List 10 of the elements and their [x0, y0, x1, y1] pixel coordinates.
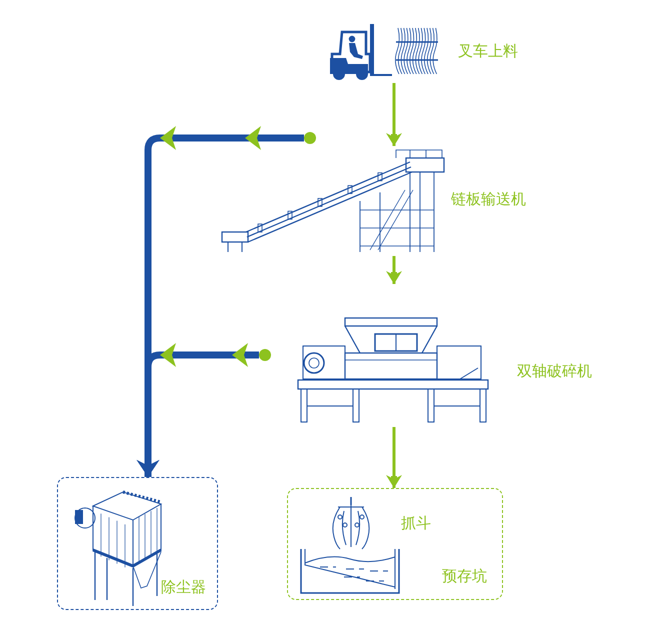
dashed-frame: [57, 477, 218, 610]
machine-label: 双轴破碎机: [517, 362, 592, 380]
machine-label: 除尘器: [161, 578, 206, 596]
inlet-circle: [259, 349, 271, 361]
machine-label: 链板输送机: [451, 190, 526, 208]
machine-label: 预存坑: [442, 567, 487, 585]
dashed-frame: [287, 488, 503, 600]
machine-label: 叉车上料: [458, 42, 518, 60]
inlet-circle: [304, 132, 316, 144]
machine-label: 抓斗: [401, 514, 431, 532]
